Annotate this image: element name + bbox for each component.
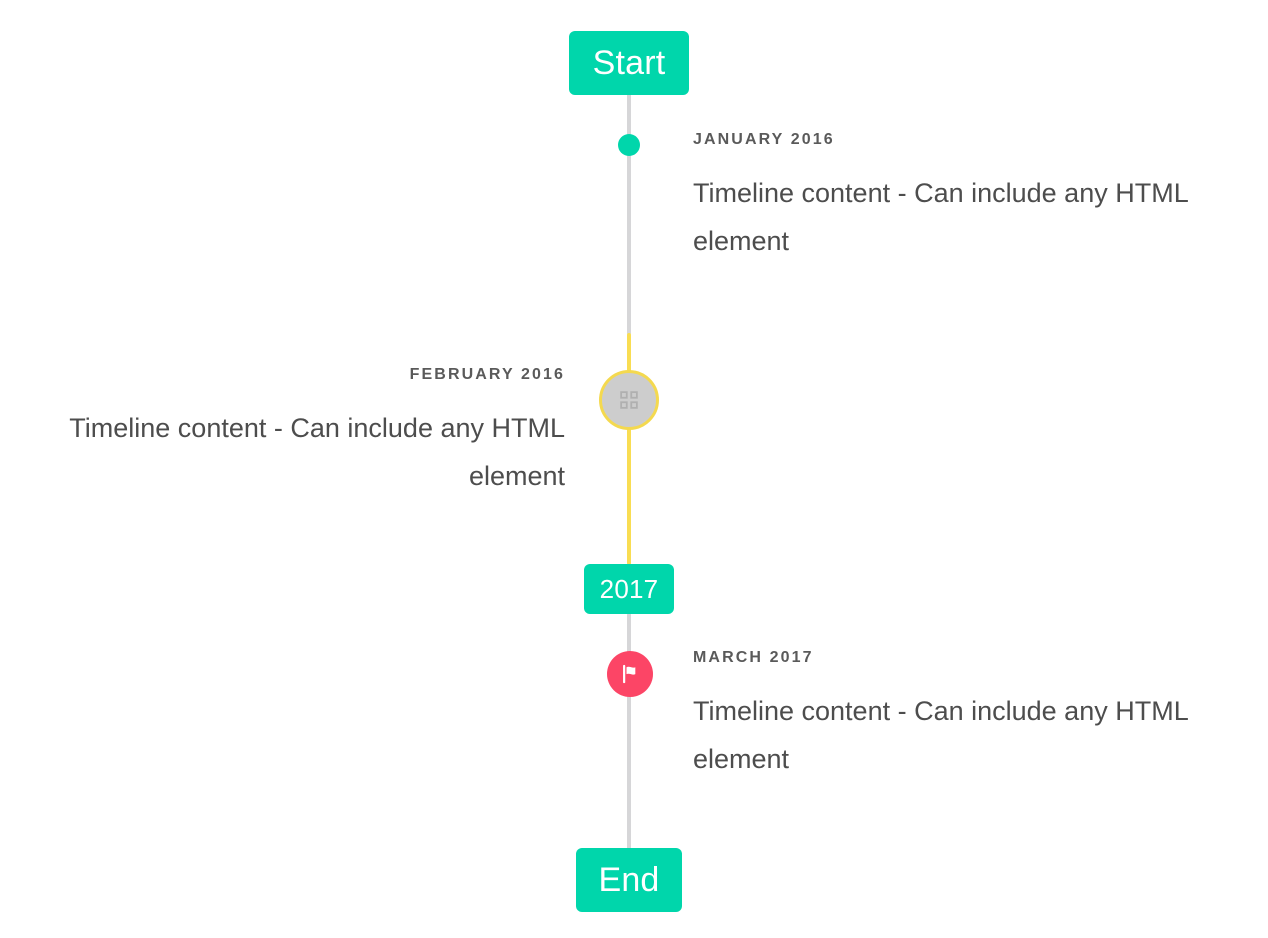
timeline-entry-february-2016: February 2016 Timeline content - Can inc…	[35, 365, 565, 500]
timeline-entry-march-2017: March 2017 Timeline content - Can includ…	[693, 648, 1233, 783]
timeline-entry-january-2016: January 2016 Timeline content - Can incl…	[693, 130, 1233, 265]
timeline-entry-date: February 2016	[409, 366, 565, 383]
timeline-end-badge[interactable]: End	[576, 848, 682, 912]
timeline-entry-body: Timeline content - Can include any HTML …	[69, 413, 565, 492]
timeline-entry-body: Timeline content - Can include any HTML …	[693, 696, 1188, 775]
flag-icon	[623, 664, 636, 684]
timeline-start-badge[interactable]: Start	[569, 31, 689, 95]
timeline-marker-dot-icon[interactable]	[618, 134, 640, 156]
broken-image-icon	[620, 391, 638, 409]
timeline-rail-segment-highlight	[627, 333, 631, 565]
timeline-entry-date: March 2017	[693, 649, 814, 666]
timeline-entry-body: Timeline content - Can include any HTML …	[693, 178, 1188, 257]
timeline-marker-broken-image-icon[interactable]	[599, 370, 659, 430]
timeline-year-badge[interactable]: 2017	[584, 564, 674, 614]
timeline-entry-date: January 2016	[693, 131, 835, 148]
timeline-rail-segment-bottom	[627, 613, 631, 853]
timeline-marker-flag-icon[interactable]	[607, 651, 653, 697]
timeline-rail-segment-top	[627, 93, 631, 335]
